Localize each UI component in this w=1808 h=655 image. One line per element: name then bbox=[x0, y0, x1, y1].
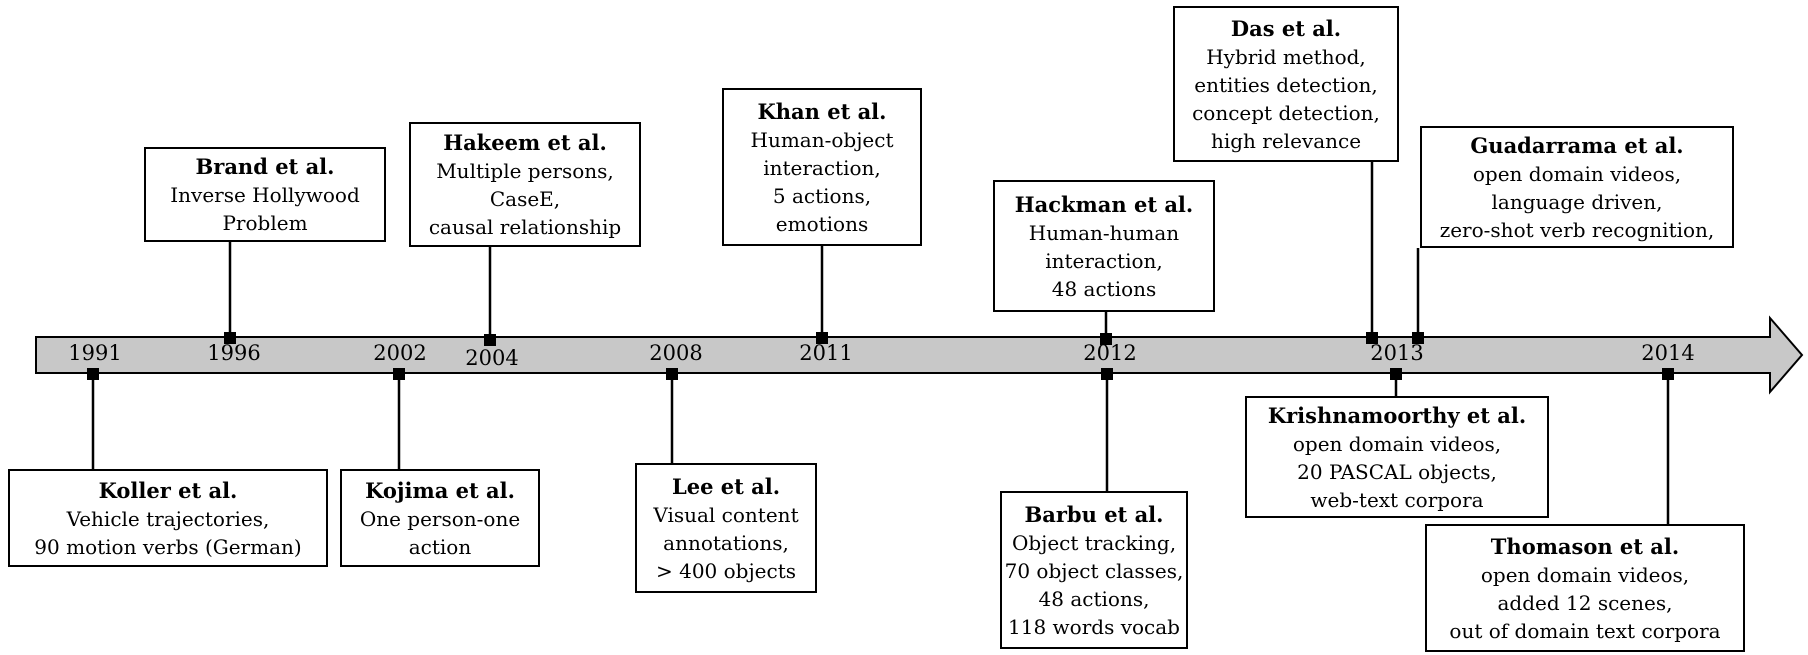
krishnamoorthy-box: Krishnamoorthy et al. open domain videos,… bbox=[1245, 396, 1549, 518]
koller-marker bbox=[87, 368, 99, 380]
guadarrama-marker bbox=[1412, 332, 1424, 344]
barbu-box: Barbu et al. Object tracking, 70 object cl… bbox=[1000, 491, 1188, 649]
hakeem-author: Hakeem et al. bbox=[443, 130, 607, 155]
khan-marker bbox=[816, 332, 828, 344]
barbu-detail-line: Object tracking, bbox=[1011, 530, 1177, 555]
brand-detail-line: Problem bbox=[222, 211, 308, 235]
das-detail-line: Hybrid method, bbox=[1206, 44, 1366, 69]
hakeem-detail-line: CaseE, bbox=[489, 187, 561, 211]
das-marker bbox=[1366, 332, 1378, 344]
khan-box: Khan et al. Human-object interaction, 5 act… bbox=[722, 88, 922, 246]
khan-detail-line: 5 actions, bbox=[772, 183, 872, 208]
lee-detail-line: annotations, bbox=[663, 530, 789, 555]
koller-author: Koller et al. bbox=[98, 477, 238, 503]
das-detail-line: entities detection, bbox=[1194, 72, 1378, 97]
barbu-detail-line: 118 words vocab bbox=[1008, 614, 1180, 639]
brand-author: Brand et al. bbox=[195, 154, 335, 179]
koller-detail-line: Vehicle trajectories, bbox=[66, 506, 270, 531]
year-label-2014: 2014 bbox=[1641, 341, 1694, 365]
guadarrama-detail-line: open domain videos, bbox=[1472, 161, 1682, 186]
hackman-detail-line: Human-human bbox=[1028, 220, 1180, 245]
hackman-marker bbox=[1100, 333, 1112, 345]
hakeem-detail-line: Multiple persons, bbox=[436, 159, 614, 183]
das-detail-line: concept detection, bbox=[1192, 100, 1380, 125]
thomason-detail-line: out of domain text corpora bbox=[1449, 618, 1721, 643]
krishnamoorthy-detail-line: open domain videos, bbox=[1292, 431, 1502, 456]
brand-detail-line: Inverse Hollywood bbox=[170, 183, 360, 207]
year-label-2004: 2004 bbox=[465, 346, 518, 370]
das-box: Das et al. Hybrid method, entities detecti… bbox=[1173, 6, 1399, 162]
year-label-2013: 2013 bbox=[1370, 341, 1423, 365]
timeline-arrow bbox=[35, 315, 1804, 395]
krishnamoorthy-marker bbox=[1390, 368, 1402, 380]
thomason-detail-line: open domain videos, bbox=[1480, 562, 1690, 587]
kojima-marker bbox=[393, 368, 405, 380]
guadarrama-box: Guadarrama et al. open domain videos, lang… bbox=[1420, 126, 1734, 248]
kojima-box: Kojima et al. One person-one action bbox=[340, 469, 540, 567]
hakeem-detail-line: causal relationship bbox=[428, 215, 622, 239]
kojima-author: Kojima et al. bbox=[365, 477, 515, 503]
hackman-detail-line: 48 actions bbox=[1051, 276, 1157, 301]
year-label-1996: 1996 bbox=[207, 341, 260, 365]
year-label-2011: 2011 bbox=[799, 341, 852, 365]
hakeem-marker bbox=[484, 334, 496, 346]
guadarrama-detail-line: language driven, bbox=[1491, 189, 1663, 214]
barbu-detail-line: 48 actions, bbox=[1038, 586, 1150, 611]
lee-marker bbox=[666, 368, 678, 380]
guadarrama-detail-line: zero-shot verb recognition, bbox=[1439, 217, 1715, 242]
barbu-marker bbox=[1101, 368, 1113, 380]
das-author: Das et al. bbox=[1230, 15, 1342, 41]
khan-author: Khan et al. bbox=[757, 98, 887, 124]
krishnamoorthy-detail-line: web-text corpora bbox=[1310, 487, 1484, 512]
hackman-box: Hackman et al. Human-human interaction, 48 … bbox=[993, 180, 1215, 312]
das-detail-line: high relevance bbox=[1210, 128, 1362, 153]
khan-detail-line: Human-object bbox=[750, 127, 894, 152]
year-label-1991: 1991 bbox=[68, 341, 121, 365]
barbu-author: Barbu et al. bbox=[1024, 501, 1164, 527]
lee-box: Lee et al. Visual content annotations, > 40… bbox=[635, 463, 817, 593]
thomason-marker bbox=[1662, 368, 1674, 380]
hackman-detail-line: interaction, bbox=[1045, 248, 1163, 273]
thomason-author: Thomason et al. bbox=[1490, 533, 1680, 559]
guadarrama-author: Guadarrama et al. bbox=[1470, 132, 1684, 158]
lee-detail-line: > 400 objects bbox=[655, 558, 797, 583]
thomason-box: Thomason et al. open domain videos, added … bbox=[1425, 524, 1745, 652]
hackman-author: Hackman et al. bbox=[1014, 191, 1194, 217]
krishnamoorthy-author: Krishnamoorthy et al. bbox=[1267, 402, 1527, 428]
krishnamoorthy-detail-line: 20 PASCAL objects, bbox=[1297, 459, 1497, 484]
barbu-detail-line: 70 object classes, bbox=[1004, 558, 1184, 583]
khan-detail-line: interaction, bbox=[763, 155, 881, 180]
brand-marker bbox=[224, 332, 236, 344]
thomason-detail-line: added 12 scenes, bbox=[1497, 590, 1673, 615]
lee-author: Lee et al. bbox=[671, 473, 781, 499]
year-label-2002: 2002 bbox=[373, 341, 426, 365]
kojima-detail-line: action bbox=[408, 534, 472, 559]
year-label-2008: 2008 bbox=[649, 341, 702, 365]
kojima-detail-line: One person-one bbox=[359, 506, 521, 531]
lee-detail-line: Visual content bbox=[653, 502, 799, 527]
khan-detail-line: emotions bbox=[775, 211, 869, 236]
koller-detail-line: 90 motion verbs (German) bbox=[34, 534, 302, 559]
hakeem-box: Hakeem et al. Multiple persons, CaseE, caus… bbox=[409, 122, 641, 247]
koller-box: Koller et al. Vehicle trajectories, 90 mot… bbox=[8, 469, 328, 567]
